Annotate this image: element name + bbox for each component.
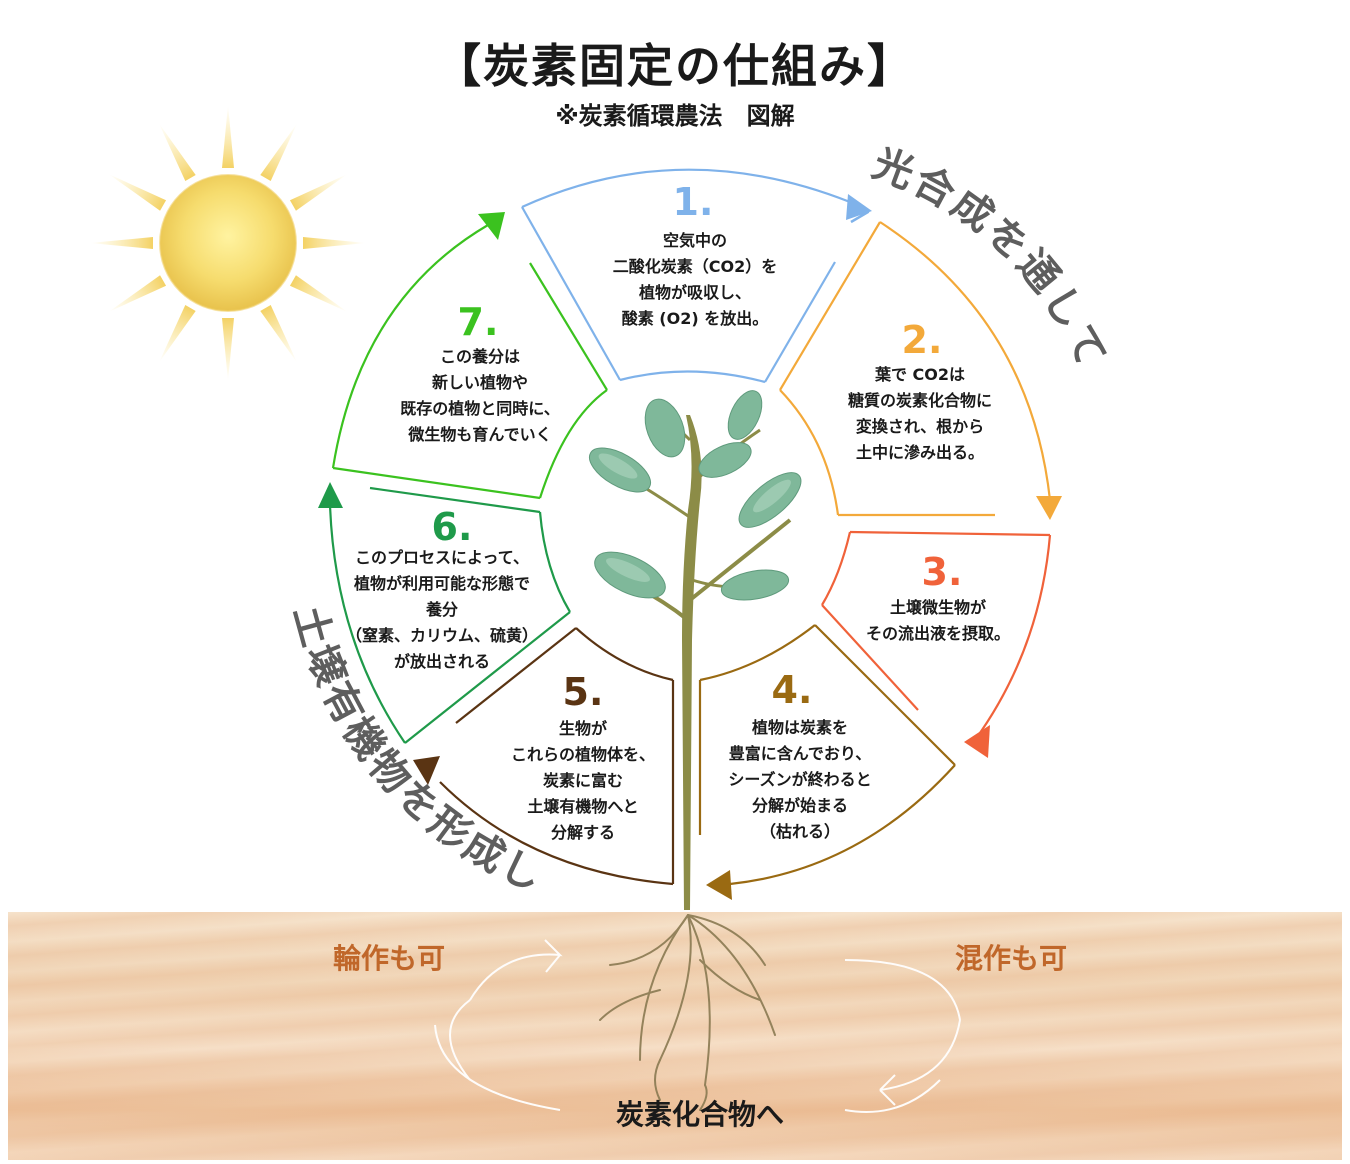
segment-3 bbox=[821, 530, 1052, 741]
step-1-text: 空気中の二酸化炭素（CO2）を植物が吸収し、酸素 (O2) を放出。 bbox=[612, 231, 778, 328]
segment-2 bbox=[779, 221, 1052, 517]
rotation-arrow-right-icon bbox=[844, 959, 961, 1113]
step-2-number: 2. bbox=[901, 318, 943, 362]
plant-icon bbox=[588, 390, 802, 1111]
soil-label-left: 輪作も可 bbox=[333, 942, 446, 975]
segment-5 bbox=[439, 627, 675, 886]
step-3-text: 土壌微生物がその流出液を摂取。 bbox=[865, 598, 1010, 643]
segment-7 bbox=[331, 224, 608, 500]
cycle-segments bbox=[318, 168, 1062, 900]
step-2-text: 葉で CO2は糖質の炭素化合物に変換され、根から土中に滲み出る。 bbox=[847, 365, 992, 462]
step-5-text: 生物がこれらの植物体を、炭素に富む土壌有機物へと分解する bbox=[510, 719, 655, 842]
soil-label-bottom: 炭素化合物へ bbox=[615, 1098, 784, 1131]
step-6-number: 6. bbox=[431, 505, 473, 549]
sun-icon bbox=[90, 105, 366, 381]
soil-ground bbox=[8, 912, 1342, 1160]
step-6-text: このプロセスによって、植物が利用可能な形態で養分（窒素、カリウム、硫黄）が放出さ… bbox=[345, 548, 538, 671]
segment-4 bbox=[698, 624, 956, 886]
soil-label-right: 混作も可 bbox=[955, 942, 1068, 975]
step-3-number: 3. bbox=[921, 550, 963, 594]
segment-1 bbox=[521, 168, 851, 384]
step-4-number: 4. bbox=[771, 668, 813, 712]
step-5-number: 5. bbox=[562, 670, 604, 714]
rotation-arrow-left-icon bbox=[434, 939, 563, 1111]
step-4-text: 植物は炭素を豊富に含んでおり、シーズンが終わると分解が始まる（枯れる） bbox=[728, 718, 872, 841]
page-title: 【炭素固定の仕組み】 bbox=[435, 39, 915, 93]
step-7-number: 7. bbox=[457, 300, 499, 344]
segment-6 bbox=[328, 486, 571, 744]
page-subtitle: ※炭素循環農法 図解 bbox=[555, 102, 795, 130]
step-7-text: この養分は新しい植物や既存の植物と同時に、微生物も育んでいく bbox=[400, 347, 560, 444]
step-1-number: 1. bbox=[672, 180, 714, 224]
